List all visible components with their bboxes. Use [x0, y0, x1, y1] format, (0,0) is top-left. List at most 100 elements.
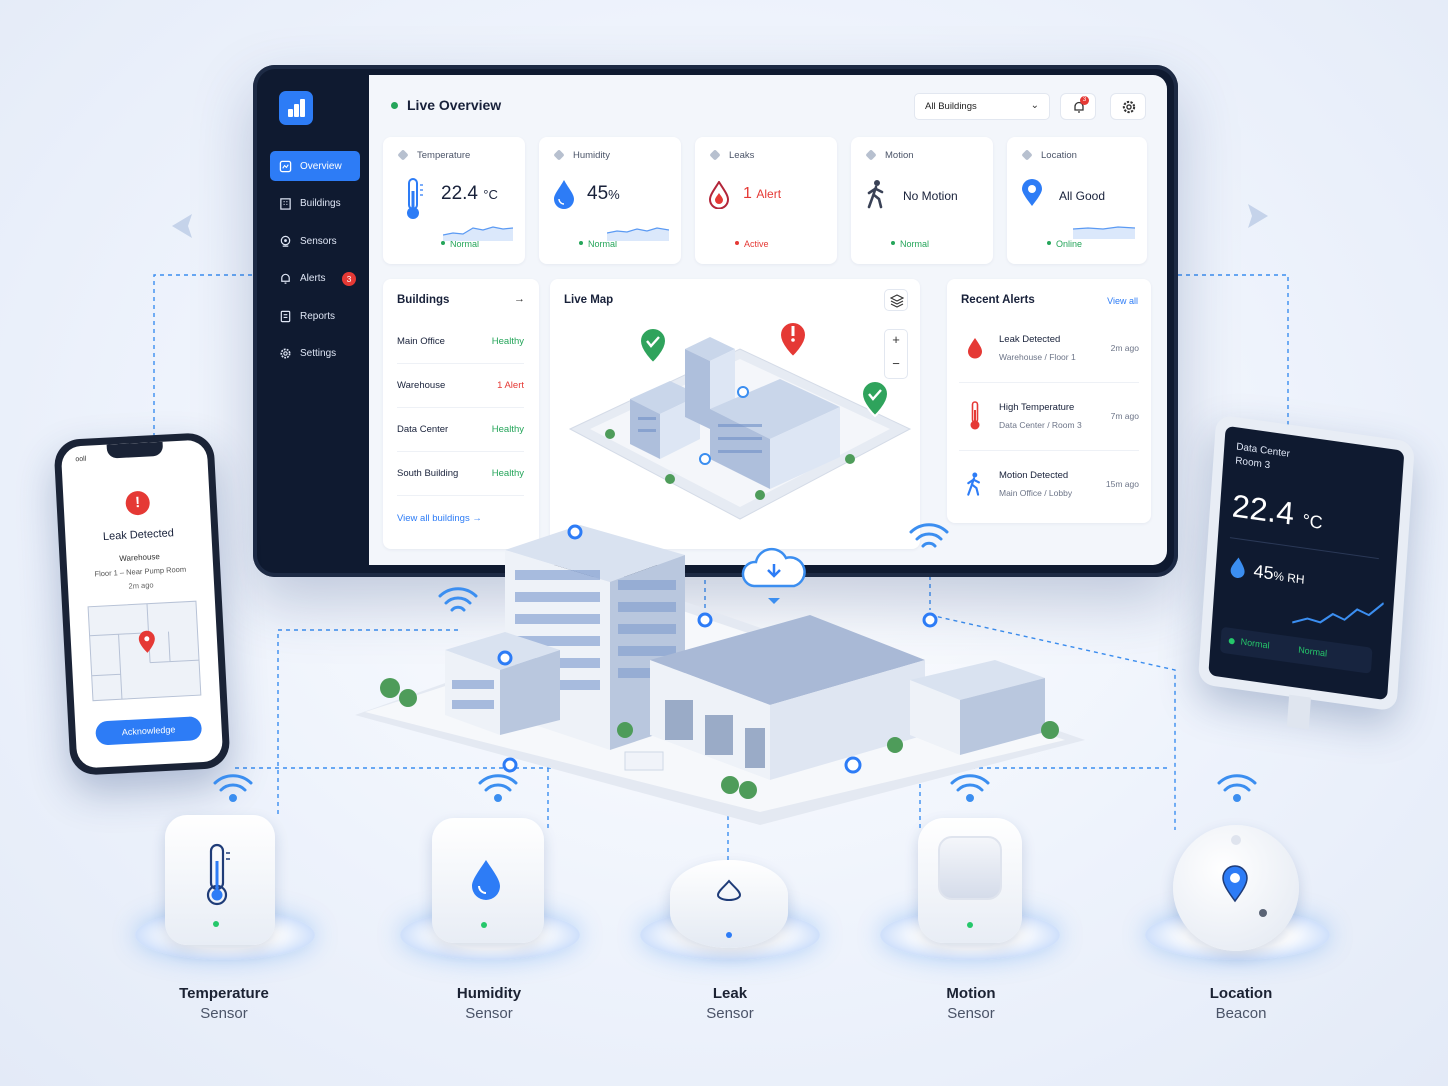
display-humidity: 45% RH: [1252, 560, 1306, 587]
campus-illustration: [355, 524, 1085, 825]
sensor-name: Leak: [712, 985, 748, 1002]
display-screen: Data Center Room 3 22.4 °C 45% RH Normal…: [1208, 425, 1405, 701]
metric-status: Online: [1047, 239, 1082, 249]
sensor-type: Sensor: [706, 1005, 754, 1022]
water-drop-icon: [554, 180, 574, 209]
live-map-panel: Live Map: [550, 279, 920, 549]
metric-marker: [553, 149, 565, 161]
metric-marker: [709, 149, 721, 161]
leak-drop-icon: [709, 181, 729, 209]
sensor-type: Sensor: [465, 1005, 513, 1022]
metric-label: Temperature: [417, 150, 471, 161]
sensor-name: Motion: [946, 985, 996, 1002]
humidity-trend-chart: [1291, 602, 1385, 624]
phone-screen: ooll ! Leak Detected Warehouse Floor 1 –…: [60, 439, 224, 769]
sidebar-item-settings[interactable]: Settings: [270, 339, 360, 369]
water-drop-icon: [968, 338, 982, 359]
acknowledge-button[interactable]: Acknowledge: [95, 716, 203, 746]
alert-time: 7m ago: [1110, 411, 1139, 421]
sidebar-item-reports[interactable]: Reports: [270, 301, 360, 331]
sidebar-item-label: Sensors: [300, 235, 337, 247]
sidebar-item-label: Buildings: [300, 198, 341, 209]
building-row[interactable]: Main Office Healthy: [397, 320, 524, 364]
location-sparkline: [1073, 226, 1135, 239]
alert-row-motion[interactable]: Motion Detected Main Office / Lobby 15m …: [959, 451, 1139, 519]
thermometer-icon: [206, 843, 230, 906]
motion-sensor-device[interactable]: [880, 770, 1060, 970]
settings-button[interactable]: [1110, 93, 1146, 120]
person-walking-icon: [867, 180, 884, 209]
bell-icon: [1074, 101, 1084, 113]
water-drop-icon: [1230, 557, 1245, 578]
humidity-sparkline: [607, 227, 669, 241]
sensor-icon: [280, 235, 291, 247]
cloud-icon: [741, 547, 806, 604]
status-led: [726, 932, 732, 938]
location-beacon-device[interactable]: [1145, 770, 1335, 970]
sensor-type: Sensor: [947, 1005, 995, 1022]
building-name: South Building: [397, 468, 459, 479]
sidebar-item-buildings[interactable]: Buildings: [270, 189, 360, 219]
wifi-icon: [213, 774, 253, 802]
alert-row-temperature[interactable]: High Temperature Data Center / Room 3 7m…: [959, 383, 1139, 451]
map-layers-button[interactable]: [884, 289, 908, 311]
temperature-sensor-device[interactable]: [135, 770, 315, 970]
wifi-icon: [478, 774, 518, 802]
thermometer-icon: [970, 401, 980, 430]
view-all-alerts-link[interactable]: View all: [1107, 296, 1138, 306]
layers-icon: [890, 294, 904, 308]
status-led: [1259, 909, 1267, 917]
chevron-down-icon: ⌄: [1030, 100, 1039, 111]
metric-label: Leaks: [729, 150, 755, 161]
building-row[interactable]: Warehouse 1 Alert: [397, 364, 524, 408]
sidebar-item-label: Overview: [300, 160, 342, 172]
building-name: Data Center: [397, 424, 449, 435]
metric-card-leaks[interactable]: Leaks 1 Alert Active: [695, 137, 837, 264]
metric-label: Location: [1041, 150, 1077, 161]
gear-icon: [1122, 100, 1136, 114]
wifi-icon: [950, 774, 990, 802]
metric-card-location[interactable]: Location All Good Online: [1007, 137, 1147, 264]
sidebar-item-overview[interactable]: Overview: [270, 151, 360, 181]
view-all-buildings-link[interactable]: View all buildings →: [397, 513, 482, 524]
wifi-icon: [909, 523, 949, 548]
grid-icon: [279, 160, 292, 172]
zoom-out-button[interactable]: −: [892, 356, 900, 371]
bell-icon: [281, 273, 290, 284]
phone-alert-title: Leak Detected: [102, 527, 175, 543]
zoom-in-button[interactable]: +: [892, 332, 900, 347]
metric-card-motion[interactable]: Motion No Motion Normal: [851, 137, 993, 264]
building-status: Healthy: [491, 424, 524, 435]
building-row[interactable]: Data Center Healthy: [397, 408, 524, 452]
beacon-hole: [1231, 835, 1241, 845]
person-walking-icon: [967, 472, 980, 496]
status-led: [967, 922, 973, 928]
temperature-sparkline: [443, 226, 513, 241]
sidebar-item-sensors[interactable]: Sensors: [270, 226, 360, 256]
notifications-button[interactable]: 3: [1060, 93, 1096, 120]
display-bezel: Data Center Room 3 22.4 °C 45% RH Normal…: [1197, 414, 1416, 712]
notification-badge: 3: [1080, 96, 1089, 105]
dashboard-screen: Live Overview All Buildings ⌄ 3 Temperat…: [369, 75, 1167, 565]
status-led: [213, 921, 219, 927]
display-divider: [1229, 537, 1379, 560]
metric-status: Active: [735, 239, 769, 249]
humidity-sensor-device[interactable]: [400, 770, 580, 970]
building-status: Healthy: [491, 468, 524, 479]
alert-row-leak[interactable]: Leak Detected Warehouse / Floor 1 2m ago: [959, 315, 1139, 383]
sidebar-item-alerts[interactable]: Alerts 3: [270, 264, 360, 294]
building-row[interactable]: South Building Healthy: [397, 452, 524, 496]
building-select-value: All Buildings: [925, 101, 977, 112]
alert-icon: !: [125, 490, 151, 516]
arrow-right-icon[interactable]: →: [514, 293, 525, 305]
metric-marker: [397, 149, 409, 161]
metric-marker: [865, 149, 877, 161]
display-status-normal: Normal: [1240, 636, 1270, 651]
metric-card-humidity[interactable]: Humidity 45% Normal: [539, 137, 681, 264]
leak-sensor-device[interactable]: [640, 840, 820, 970]
sidebar: Overview Buildings Sensors Alerts 3 Repo…: [263, 75, 369, 565]
sensor-body: [165, 815, 275, 945]
building-select[interactable]: All Buildings ⌄: [914, 93, 1050, 120]
metric-card-temperature[interactable]: Temperature 22.4 °C Normal: [383, 137, 525, 264]
display-room-line2: Room 3: [1234, 455, 1271, 472]
